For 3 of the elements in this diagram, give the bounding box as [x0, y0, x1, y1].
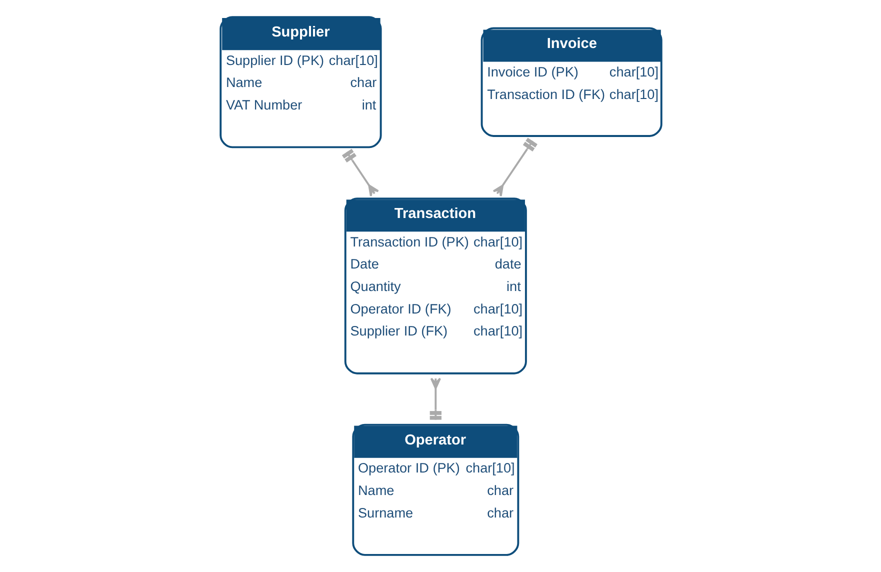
connector [492, 138, 537, 198]
connector [429, 378, 441, 420]
connector [341, 148, 379, 197]
